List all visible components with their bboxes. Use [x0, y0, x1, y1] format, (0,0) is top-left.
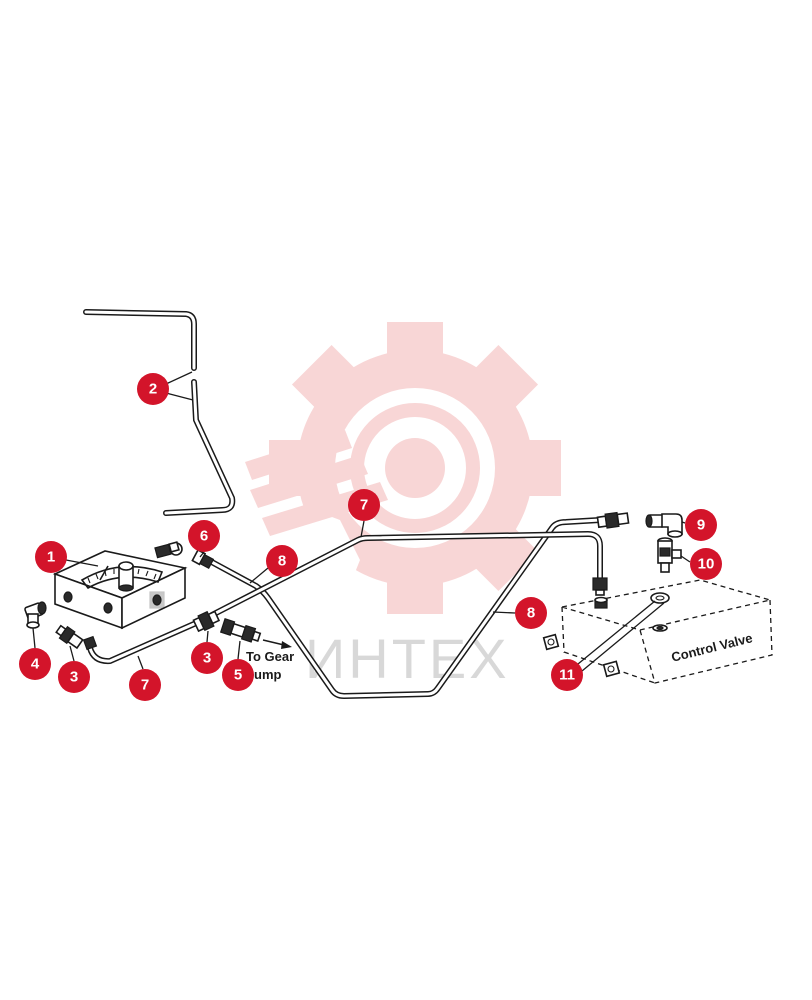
to-gear-label: To Gear	[246, 649, 294, 664]
part-1-gauge-block	[52, 550, 188, 630]
part-7-long-tube	[209, 531, 603, 618]
part-7-short-tube	[82, 621, 197, 665]
callout-circle	[222, 659, 254, 691]
valve-port-fitting	[652, 624, 668, 632]
callout-3-center: 3	[191, 642, 223, 674]
callout-7-long: 7	[348, 489, 380, 521]
callout-circle	[348, 489, 380, 521]
callout-6: 6	[188, 520, 220, 552]
tube-7-end-fitting	[592, 577, 608, 596]
callout-circle	[137, 373, 169, 405]
callout-number: 4	[31, 656, 40, 673]
port-hole	[103, 602, 113, 614]
part-3-fitting-left	[55, 624, 84, 650]
callout-number: 10	[698, 556, 715, 573]
callout-circle	[690, 548, 722, 580]
part-11-washer	[650, 592, 670, 604]
tube-8-start-fitting	[191, 548, 215, 569]
callout-circle	[129, 669, 161, 701]
part-8-tube	[205, 517, 603, 699]
callout-2: 2	[137, 373, 169, 405]
callout-circle	[58, 661, 90, 693]
callout-number: 2	[149, 381, 157, 398]
port-hole	[152, 594, 162, 606]
callout-circle	[35, 541, 67, 573]
part-4-elbow-fitting	[24, 601, 47, 629]
valve-port-fitting	[594, 596, 608, 609]
callout-number: 7	[141, 677, 149, 694]
callout-number: 1	[47, 549, 55, 566]
callout-circle	[551, 659, 583, 691]
flow-arrow	[262, 639, 292, 649]
part-6-elbow-fitting	[154, 541, 183, 559]
leader-lines	[32, 371, 691, 672]
callout-10: 10	[690, 548, 722, 580]
callout-circle	[515, 597, 547, 629]
callout-number: 7	[360, 497, 368, 514]
callout-circle	[266, 545, 298, 577]
callout-number: 9	[697, 517, 705, 534]
callout-3-left: 3	[58, 661, 90, 693]
watermark-gear-logo: ИНТЕХ	[245, 322, 561, 690]
gauge-knob	[118, 561, 134, 592]
callout-number: 3	[203, 650, 211, 667]
control-valve-label: Control Valve	[670, 630, 754, 665]
callout-number: 5	[234, 667, 242, 684]
callout-1: 1	[35, 541, 67, 573]
callout-number: 11	[559, 667, 575, 684]
control-valve: Control Valve	[542, 579, 773, 684]
valve-side-port	[542, 633, 560, 651]
callout-5: 5	[222, 659, 254, 691]
callout-8-right: 8	[515, 597, 547, 629]
callout-circle	[685, 509, 717, 541]
callout-8-left: 8	[266, 545, 298, 577]
callout-circle	[19, 648, 51, 680]
callout-number: 8	[278, 553, 286, 570]
part-3-fitting-center	[192, 610, 221, 633]
part-9-elbow-fitting	[645, 513, 683, 538]
port-hole	[63, 591, 73, 603]
pump-label: ump	[254, 667, 282, 682]
callout-9: 9	[685, 509, 717, 541]
callout-number: 3	[70, 669, 78, 686]
callout-circle	[188, 520, 220, 552]
callout-number: 6	[200, 528, 208, 545]
part-5-union-fitting	[219, 618, 262, 643]
watermark-text: ИНТЕХ	[305, 627, 510, 690]
callout-11: 11	[551, 659, 583, 691]
callout-4: 4	[19, 648, 51, 680]
callout-7-short: 7	[129, 669, 161, 701]
part-10-tee-fitting	[657, 537, 682, 573]
callout-number: 8	[527, 605, 535, 622]
tube-8-end-fitting	[596, 511, 630, 529]
valve-side-port	[602, 660, 621, 678]
callout-circle	[191, 642, 223, 674]
gauge-dial	[80, 565, 164, 590]
part-2-rod	[83, 309, 236, 516]
